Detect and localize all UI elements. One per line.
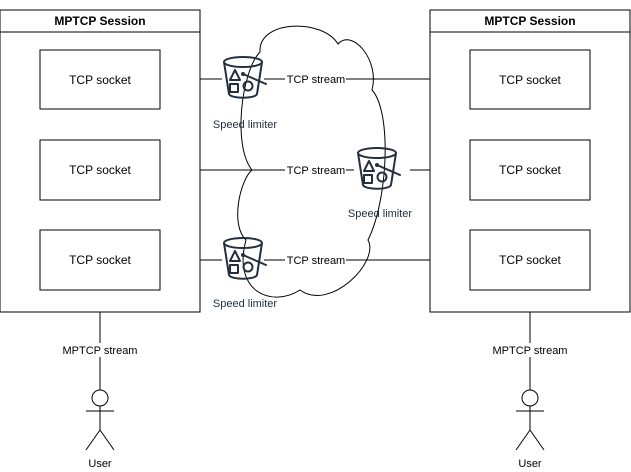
- tcp-socket-label: TCP socket: [499, 163, 561, 177]
- tcp-socket-label: TCP socket: [499, 73, 561, 87]
- tcp-socket-label: TCP socket: [499, 253, 561, 267]
- bucket-icon: [223, 56, 267, 99]
- speed-limiter: Speed limiter: [348, 147, 413, 220]
- speed-limiter-label: Speed limiter: [213, 298, 278, 310]
- user-label: User: [518, 458, 542, 470]
- right-mptcp-session: MPTCP Session TCP socket TCP socket TCP …: [429, 9, 631, 313]
- mptcp-stream-label: MPTCP stream: [63, 345, 138, 357]
- bucket-icon: [357, 147, 401, 190]
- tcp-socket-label: TCP socket: [69, 73, 131, 87]
- tcp-socket: TCP socket: [39, 139, 161, 201]
- speed-limiter-label: Speed limiter: [213, 119, 278, 131]
- network-cloud: [237, 25, 386, 298]
- user-label: User: [88, 458, 112, 470]
- speed-limiter: Speed limiter: [213, 56, 278, 131]
- speed-limiter: Speed limiter: [213, 237, 278, 310]
- tcp-stream-label: TCP stream: [287, 165, 345, 177]
- tcp-socket-label: TCP socket: [69, 253, 131, 267]
- tcp-socket: TCP socket: [39, 49, 161, 110]
- left-mptcp-session: MPTCP Session TCP socket TCP socket TCP …: [0, 9, 201, 313]
- tcp-socket: TCP socket: [469, 139, 591, 201]
- tcp-socket: TCP socket: [469, 49, 591, 110]
- speed-limiter-label: Speed limiter: [348, 208, 413, 220]
- user-icon: [515, 389, 545, 451]
- mptcp-stream-label: MPTCP stream: [493, 345, 568, 357]
- user-icon: [85, 389, 115, 451]
- tcp-stream-label: TCP stream: [287, 255, 345, 267]
- session-title: MPTCP Session: [54, 14, 145, 28]
- session-title: MPTCP Session: [484, 14, 575, 28]
- tcp-socket: TCP socket: [39, 229, 161, 291]
- tcp-socket-label: TCP socket: [69, 163, 131, 177]
- tcp-stream-label: TCP stream: [287, 74, 345, 86]
- tcp-socket: TCP socket: [469, 229, 591, 291]
